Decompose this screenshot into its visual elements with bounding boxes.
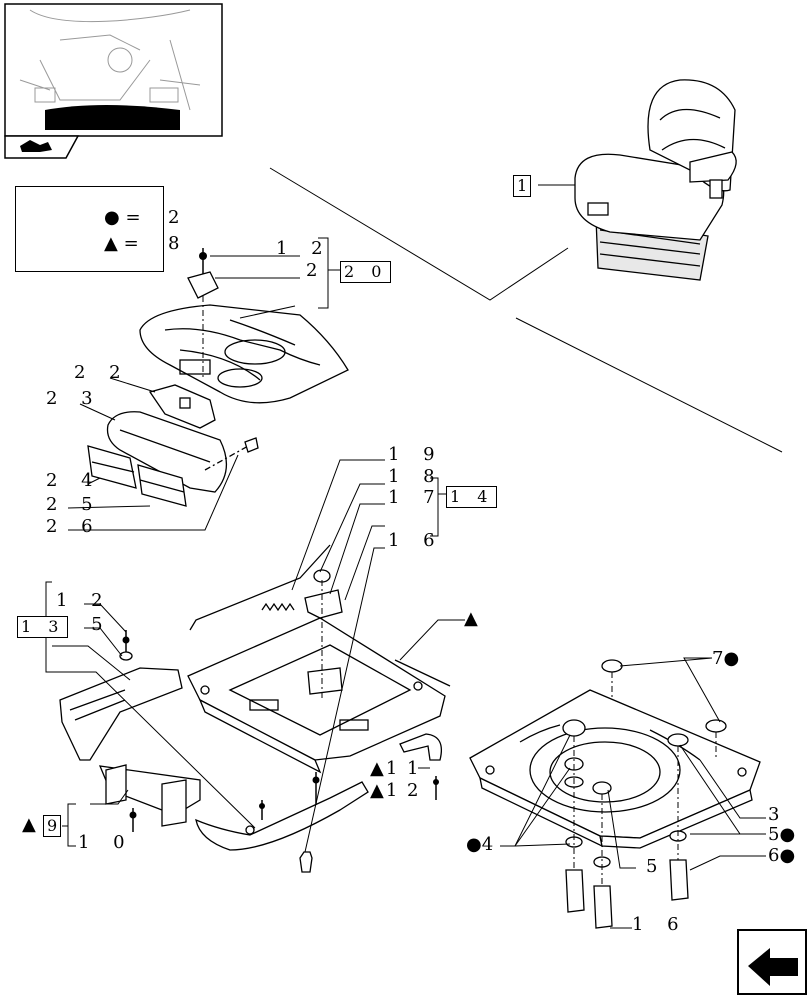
callout-11: ▲1 1	[370, 758, 421, 779]
cover-part	[106, 411, 227, 493]
callout-23: 2 3	[46, 388, 102, 409]
equals-sign: =	[125, 207, 141, 228]
circle-symbol: ●	[104, 207, 120, 228]
callout-25: 2 5	[46, 494, 102, 515]
seat-assembly-illustration	[574, 79, 737, 281]
callout-18: 1 8	[388, 466, 444, 487]
callout-26: 2 6	[46, 516, 102, 537]
kit-circle-row: ● = 2	[104, 207, 179, 228]
callout-5-right: 5●	[768, 824, 796, 845]
callout-10: 1 0	[78, 832, 134, 853]
triangle-symbol: ▲	[104, 233, 118, 254]
kit-label-right: KIT	[58, 233, 83, 252]
swivel-base-plate	[469, 689, 761, 849]
bracket-part	[148, 384, 216, 429]
guide-part-a	[87, 445, 137, 489]
callout-14: 1 4	[446, 486, 498, 508]
callout-12-top: 1 2	[276, 238, 332, 259]
guide-part-b	[137, 464, 187, 507]
callout-12-triangle: ▲1 2	[370, 780, 421, 801]
triangle-kit-quantity: 8	[168, 233, 180, 254]
callout-16-bottom: 1 6	[632, 914, 688, 935]
callout-22: 2 2	[74, 362, 130, 383]
kit-legend: KIT KIT ● = 2 ▲ = 8	[15, 186, 179, 272]
tractor-seat-icon	[20, 140, 52, 152]
kit-label-left: KIT	[26, 231, 51, 250]
triangle-marker: ▲	[464, 608, 478, 629]
callout-24: 2 4	[46, 470, 102, 491]
callout-4: ●4	[466, 834, 494, 855]
callout-12-left: 1 2	[56, 590, 112, 611]
callout-19: 1 9	[388, 444, 444, 465]
upper-seat-plate	[139, 304, 349, 404]
callout-seat: 1	[513, 175, 532, 197]
callout-17: 1 7	[388, 487, 444, 508]
callout-16-mid: 1 6	[388, 530, 444, 551]
callout-9-triangle: ▲	[22, 814, 36, 835]
right-rail	[195, 781, 369, 851]
callout-6: 6●	[768, 845, 796, 866]
equals-sign: =	[123, 233, 139, 254]
callout-13: 1 3	[17, 616, 69, 638]
next-page-arrow-icon[interactable]	[737, 929, 807, 995]
callout-3: 3	[768, 804, 780, 825]
left-rail	[59, 667, 201, 827]
circle-kit-quantity: 2	[168, 207, 180, 228]
tractor-cab-thumbnail	[4, 3, 223, 159]
callout-9: 9	[43, 815, 62, 837]
callout-7: 7●	[712, 648, 740, 669]
callout-5-mid: 5	[646, 856, 658, 877]
callout-20: 2 0	[340, 261, 392, 283]
kit-triangle-row: ▲ = 8	[104, 233, 179, 254]
